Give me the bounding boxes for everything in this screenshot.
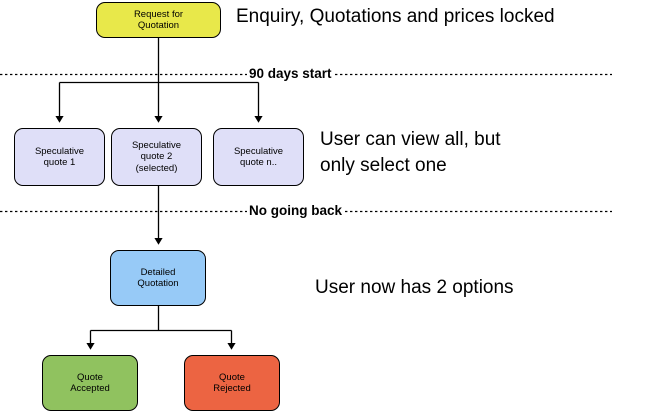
connector-request-to-quotes xyxy=(55,38,263,123)
note-user-can-view-all: User can view all, but only select one xyxy=(320,129,501,176)
connector-detailed-to-outcomes xyxy=(86,306,236,350)
node-speculative-quote-n[interactable]: Speculative quote n.. xyxy=(213,128,304,186)
node-quote-rejected[interactable]: Quote Rejected xyxy=(184,355,280,411)
divider-label-90-days-start: 90 days start xyxy=(247,66,334,81)
node-quote-accepted[interactable]: Quote Accepted xyxy=(42,355,138,411)
divider-label-no-going-back: No going back xyxy=(247,203,345,218)
note-user-has-2-options: User now has 2 options xyxy=(315,277,514,298)
note-enquiry-prices-locked: Enquiry, Quotations and prices locked xyxy=(236,6,555,27)
node-speculative-quote-2-selected[interactable]: Speculative quote 2 (selected) xyxy=(111,128,202,186)
node-detailed-quotation[interactable]: Detailed Quotation xyxy=(110,250,206,306)
node-speculative-quote-1[interactable]: Speculative quote 1 xyxy=(14,128,105,186)
node-request-for-quotation[interactable]: Request for Quotation xyxy=(96,2,221,38)
